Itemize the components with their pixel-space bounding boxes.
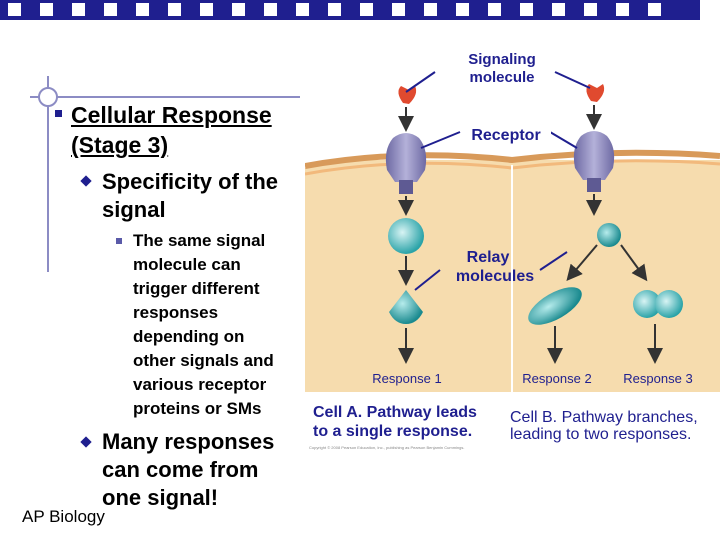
banner-square: [8, 3, 21, 16]
banner-square: [200, 3, 213, 16]
banner-square: [648, 3, 661, 16]
signal-molecule-icon: [398, 86, 417, 104]
detail-line: responses: [133, 303, 219, 322]
response-2-box: [517, 368, 597, 388]
relay-molecule-icon: [633, 290, 661, 318]
response-1-label: Response 1: [372, 371, 441, 386]
receptor-icon: [573, 131, 615, 180]
banner-square: [584, 3, 597, 16]
caption-b-line-2: leading to two responses.: [510, 426, 691, 443]
signaling-pathway-figure: Signaling molecule Receptor Relay molecu…: [305, 48, 720, 450]
decorative-horizontal-line: [30, 96, 300, 98]
banner-square: [232, 3, 245, 16]
response-1-box: [368, 368, 446, 388]
second-bullet-line-2: can come from: [102, 457, 259, 482]
detail-line: various receptor: [133, 375, 267, 394]
banner-end-block: [700, 0, 720, 20]
relay-label-line-1: Relay: [467, 249, 510, 266]
signaling-label-line-1: Signaling: [468, 51, 536, 68]
copyright-notice: Copyright © 2008 Pearson Education, Inc.…: [309, 445, 464, 450]
banner-square: [424, 3, 437, 16]
banner-square: [104, 3, 117, 16]
detail-line: The same signal: [133, 231, 266, 250]
banner-square: [72, 3, 85, 16]
banner-square: [392, 3, 405, 16]
bullet-diamond-icon: [80, 175, 92, 187]
signal-molecule-icon: [586, 84, 605, 102]
heading-line-1: Cellular Response: [71, 102, 272, 128]
banner-square: [552, 3, 565, 16]
banner-square: [488, 3, 501, 16]
banner-square: [520, 3, 533, 16]
banner-square: [40, 3, 53, 16]
relay-molecule-icon: [528, 287, 582, 325]
receptor-icon: [385, 133, 427, 182]
signaling-label-line-2: molecule: [469, 69, 534, 86]
crosshair-circle-icon: [38, 87, 58, 107]
second-bullet-line-1: Many responses: [102, 429, 275, 454]
sub-bullet-line-2: signal: [102, 197, 166, 222]
top-banner: [0, 0, 720, 20]
banner-square: [616, 3, 629, 16]
detail-line: other signals and: [133, 351, 274, 370]
banner-square: [136, 3, 149, 16]
banner-square: [456, 3, 469, 16]
relay-label-line-2: molecules: [456, 268, 534, 285]
bullet-square-small-icon: [116, 238, 122, 244]
bullet-diamond-icon: [80, 436, 92, 448]
banner-square: [360, 3, 373, 16]
detail-line: trigger different: [133, 279, 260, 298]
decorative-vertical-line: [47, 76, 49, 272]
banner-square: [264, 3, 277, 16]
receptor-label: Receptor: [471, 127, 540, 144]
caption-b-line-1: Cell B. Pathway branches,: [510, 409, 698, 426]
sub-bullet-line-1: Specificity of the: [102, 169, 279, 194]
response-2-label: Response 2: [522, 371, 591, 386]
caption-a-line-2: to a single response.: [313, 423, 472, 440]
detail-line: proteins or SMs: [133, 399, 262, 418]
response-3-label: Response 3: [623, 371, 692, 386]
response-3-box: [618, 368, 698, 388]
relay-molecule-icon: [389, 290, 423, 324]
relay-molecule-icon: [597, 223, 621, 247]
footer-label: AP Biology: [22, 507, 105, 526]
relay-molecule-icon: [388, 218, 424, 254]
second-bullet-line-3: one signal!: [102, 485, 219, 510]
heading-line-2: (Stage 3): [71, 132, 169, 158]
cell-membrane: [305, 149, 720, 169]
banner-square: [168, 3, 181, 16]
bullet-square-icon: [55, 110, 62, 117]
detail-line: depending on: [133, 327, 245, 346]
detail-line: molecule can: [133, 255, 241, 274]
caption-a-line-1: Cell A. Pathway leads: [313, 404, 477, 421]
banner-square: [328, 3, 341, 16]
banner-square: [296, 3, 309, 16]
